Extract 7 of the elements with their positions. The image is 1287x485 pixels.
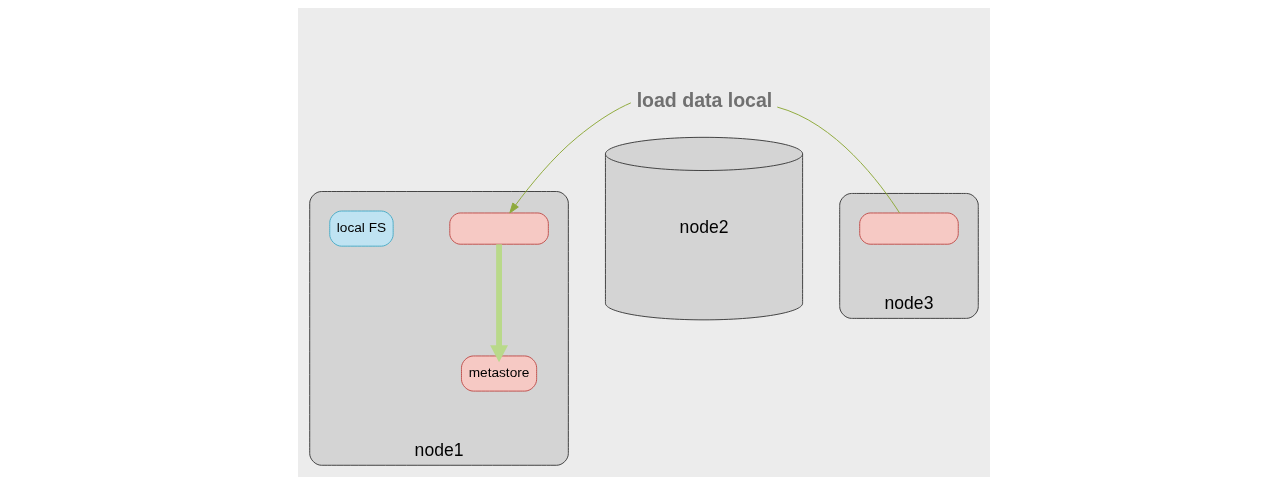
node-box: [448, 212, 549, 245]
node-box: local FS: [328, 210, 394, 247]
cluster: node3: [838, 192, 979, 319]
node-box: metastore: [460, 355, 537, 392]
arrow: [489, 244, 508, 363]
node-box: [858, 212, 959, 245]
edge-label: load data local: [636, 89, 772, 112]
